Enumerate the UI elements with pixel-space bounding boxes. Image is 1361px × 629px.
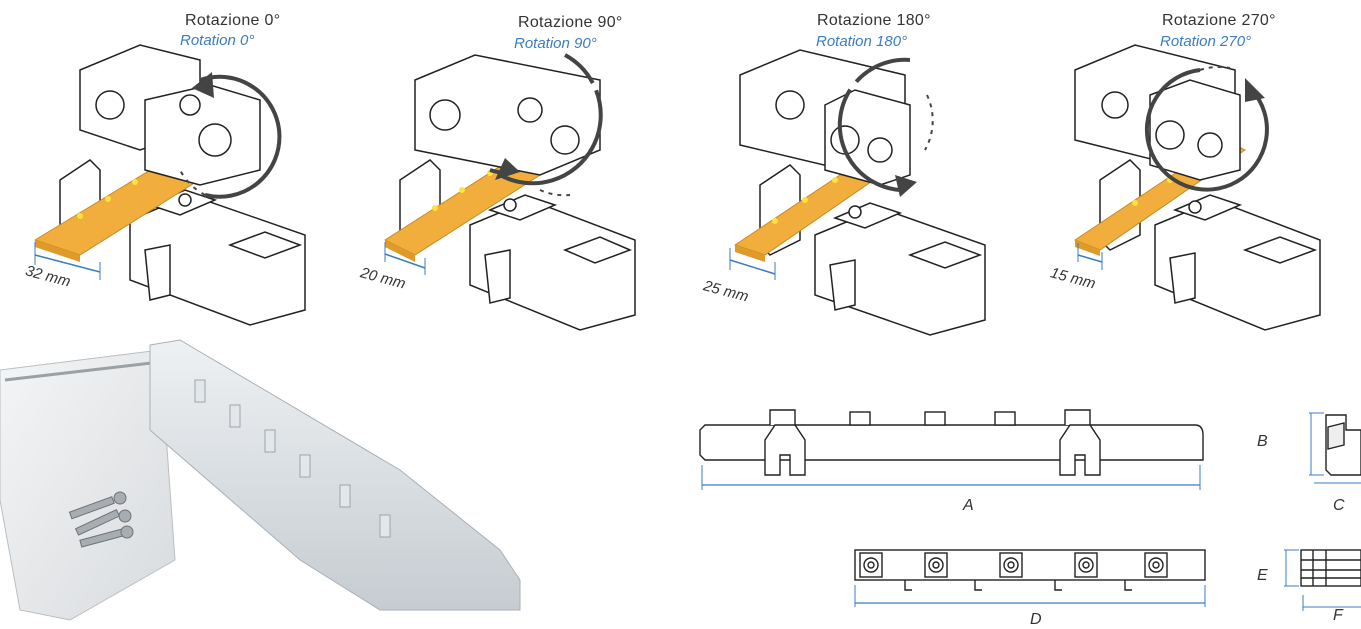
clear-busbar-module <box>149 339 521 611</box>
plastic-bag <box>0 349 176 621</box>
rotation-90-subtitle: Rotation 90° <box>514 35 597 52</box>
screws <box>68 491 134 548</box>
rotation-0-illustration <box>33 44 306 326</box>
side-view-drawing <box>699 409 1204 490</box>
top-view-drawing <box>854 549 1206 607</box>
rotation-270-subtitle: Rotation 270° <box>1160 33 1252 50</box>
dimension-b-label: B <box>1257 433 1268 450</box>
end-top-view-drawing <box>1284 549 1361 611</box>
rotation-90-title: Rotazione 90° <box>518 14 623 31</box>
rotation-180-title: Rotazione 180° <box>817 12 931 29</box>
dimension-f-label: F <box>1333 607 1343 624</box>
product-photo <box>0 339 521 621</box>
end-view-drawing <box>1309 412 1361 484</box>
rotation-180-illustration <box>729 49 986 336</box>
rotation-90-illustration <box>383 53 636 331</box>
rotation-180-subtitle: Rotation 180° <box>816 33 908 50</box>
rotation-270-illustration <box>1073 44 1321 331</box>
rotation-270-title: Rotazione 270° <box>1162 12 1276 29</box>
dimension-c-label: C <box>1333 497 1345 514</box>
dimension-e-label: E <box>1257 567 1268 584</box>
rotation-0-subtitle: Rotation 0° <box>180 32 255 49</box>
rotation-0-title: Rotazione 0° <box>185 12 281 29</box>
dimension-a-label: A <box>963 497 974 514</box>
dimension-d-label: D <box>1030 611 1042 628</box>
